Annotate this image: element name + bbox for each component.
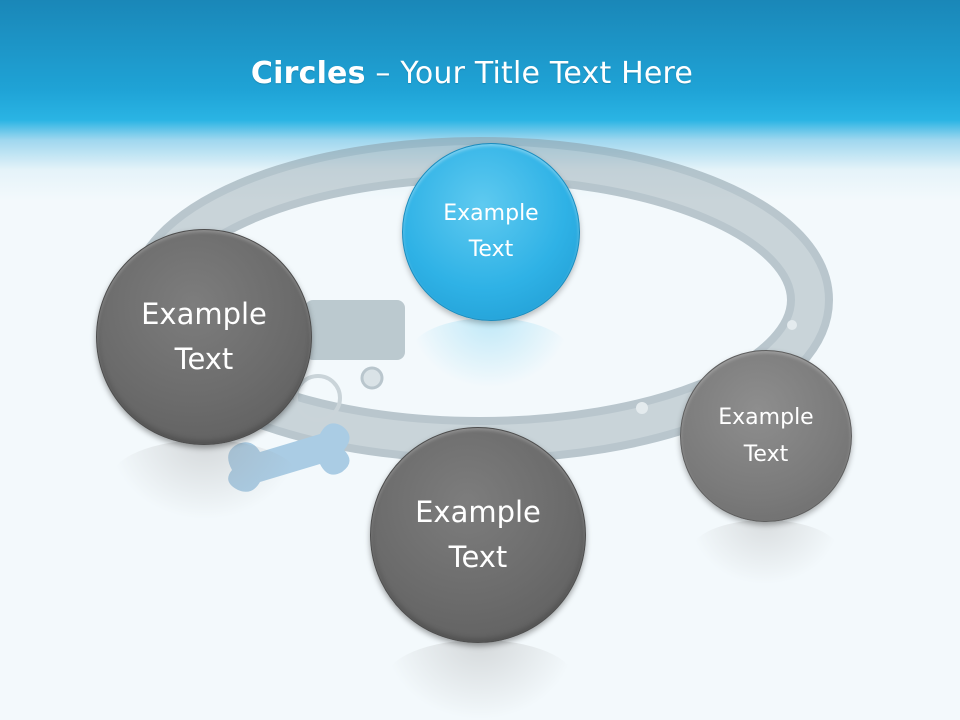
title-bold: Circles — [250, 56, 366, 91]
circle-reflection — [410, 318, 570, 388]
circle-reflection — [385, 640, 575, 720]
slide-title: Circles – Your Title Text Here — [0, 52, 944, 96]
circle-bottom-label: Example Text — [415, 495, 541, 574]
circle-left-label: Example Text — [141, 297, 267, 376]
circle-left[interactable]: Example Text — [96, 229, 312, 445]
circle-right[interactable]: Example Text — [680, 350, 852, 522]
circle-top[interactable]: Example Text — [402, 143, 580, 321]
title-rest: – Your Title Text Here — [365, 56, 694, 91]
circle-bottom[interactable]: Example Text — [370, 427, 586, 643]
circle-right-label: Example Text — [718, 405, 814, 467]
circle-reflection — [690, 520, 840, 585]
circle-top-label: Example Text — [443, 201, 539, 262]
circle-reflection — [110, 440, 300, 520]
